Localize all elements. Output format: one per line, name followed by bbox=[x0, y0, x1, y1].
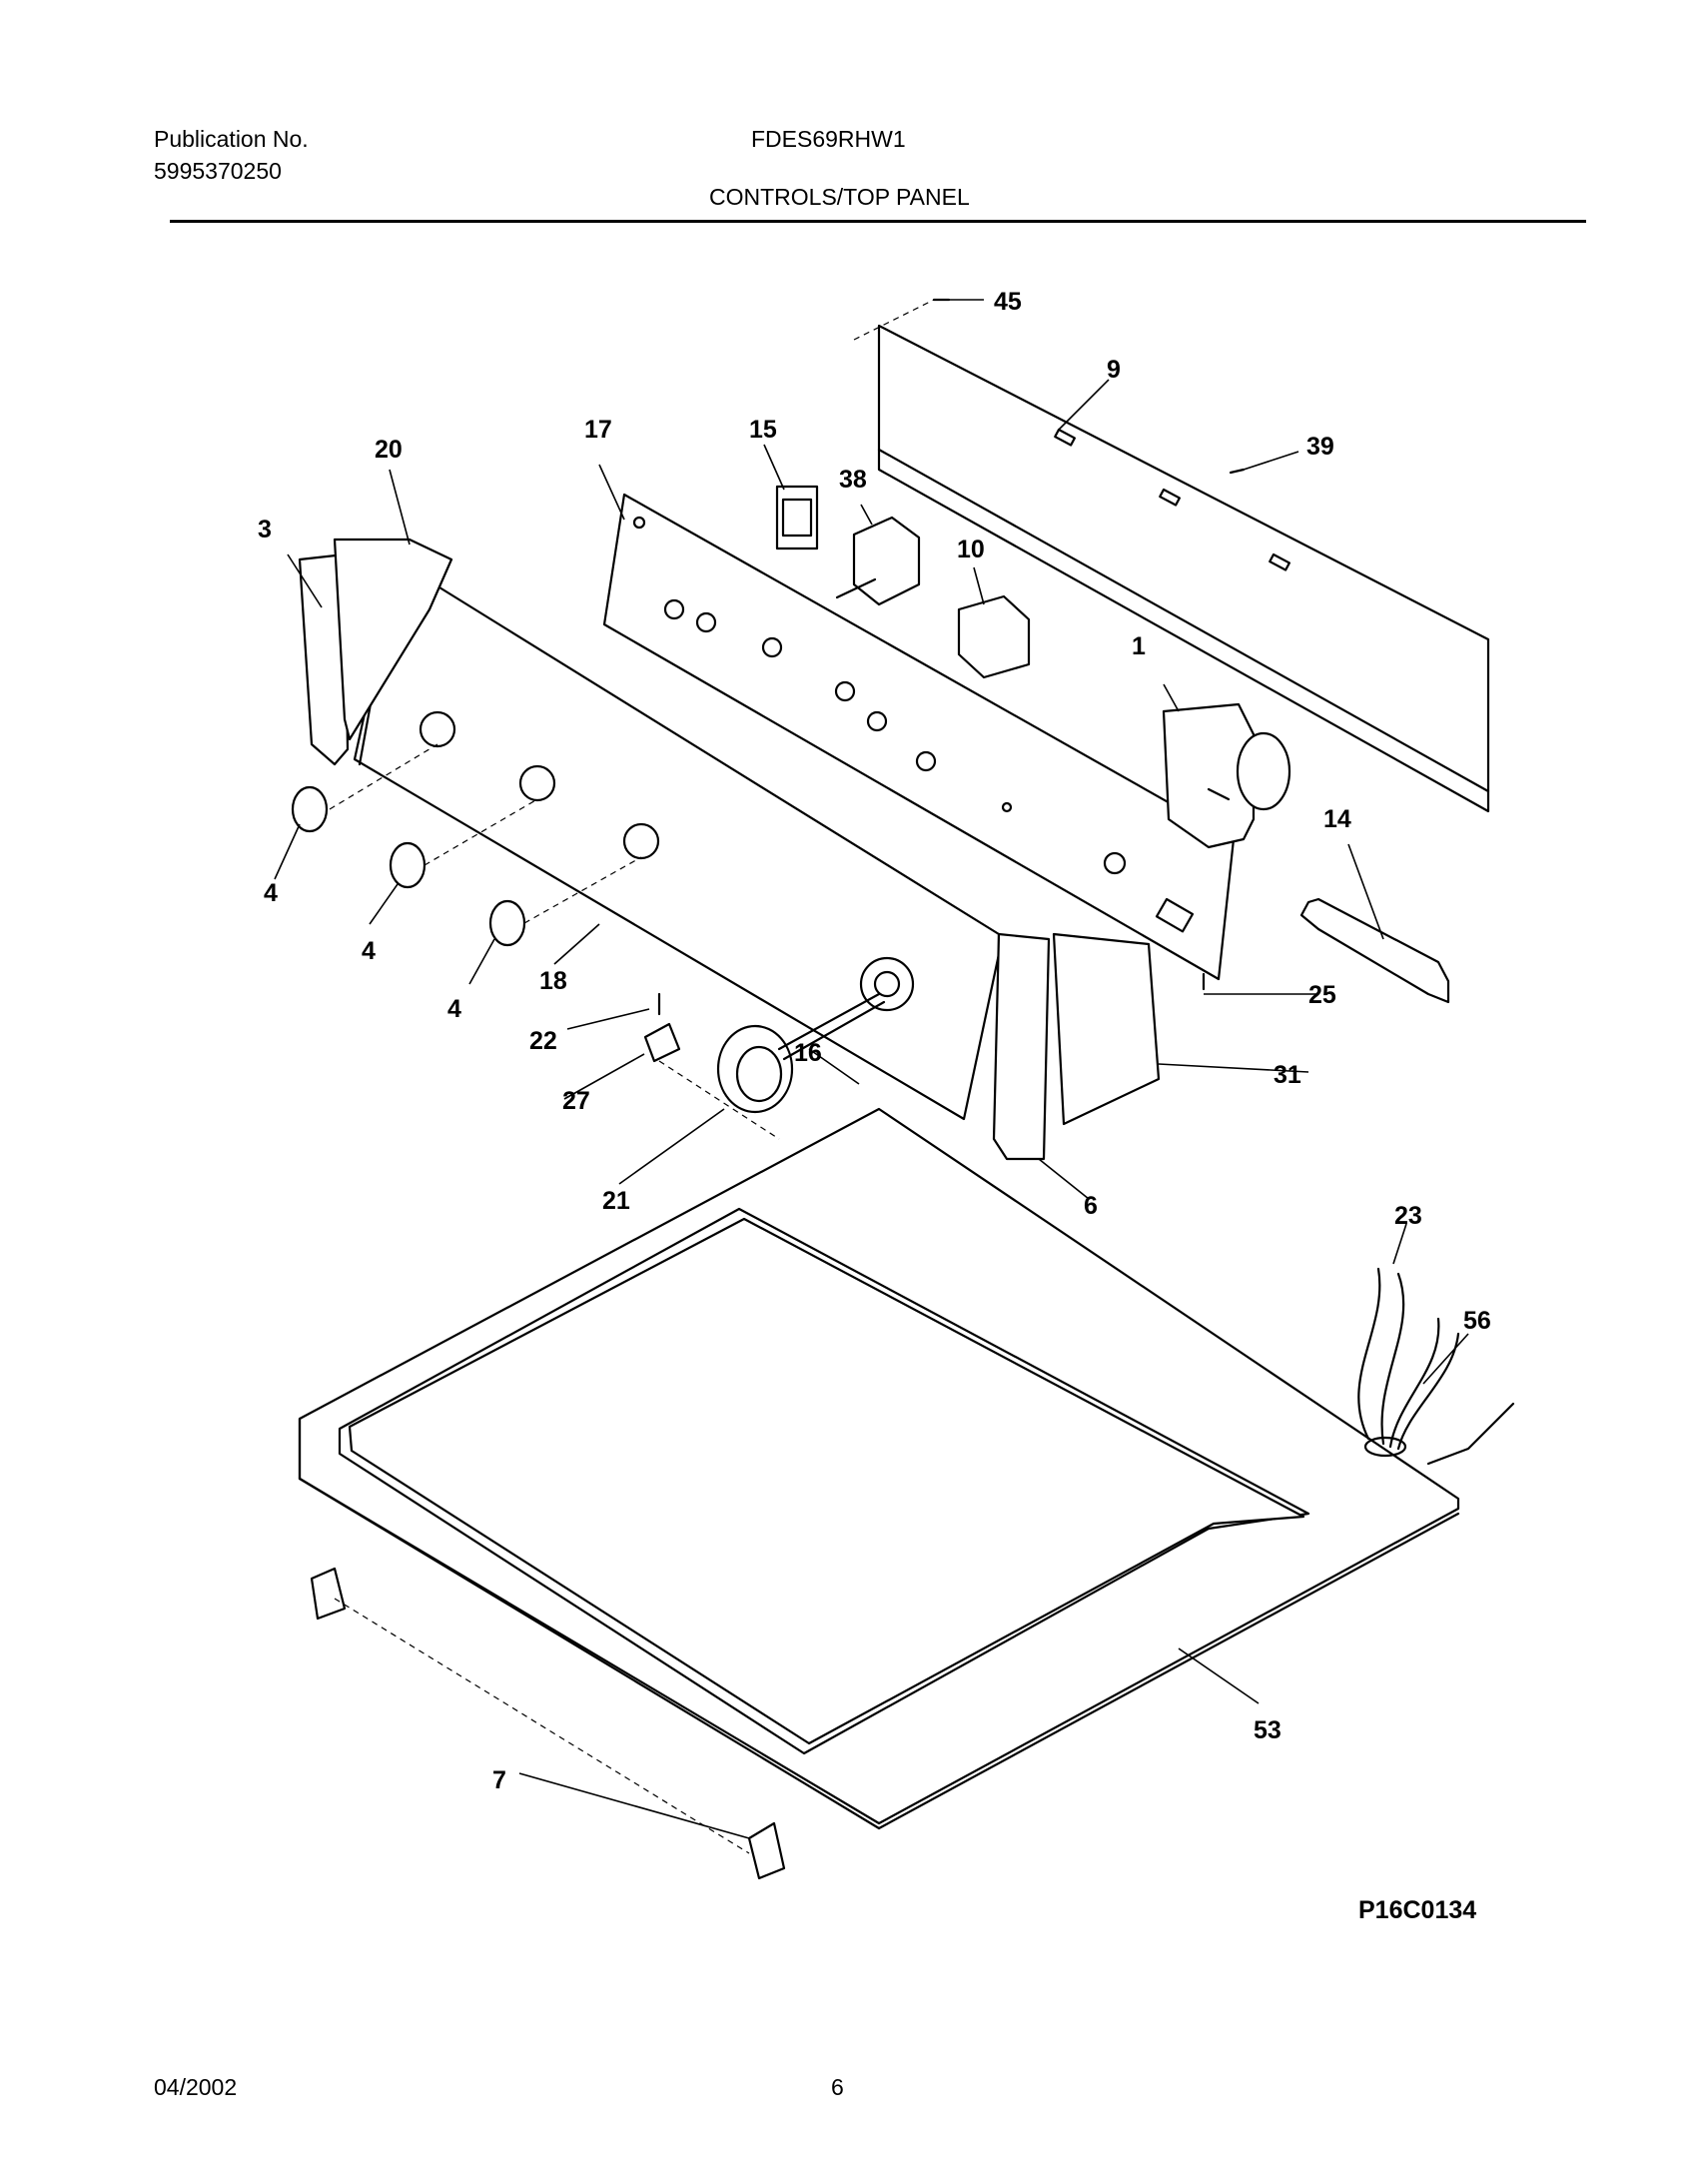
callout-38: 38 bbox=[839, 466, 867, 494]
control-board bbox=[602, 493, 1236, 981]
callout-22: 22 bbox=[529, 1027, 557, 1055]
rear-panel bbox=[877, 324, 1490, 813]
switch-15 bbox=[775, 485, 819, 550]
end-cap-right bbox=[992, 932, 1161, 1161]
publication-number: 5995370250 bbox=[154, 158, 282, 184]
callout-9: 9 bbox=[1107, 356, 1121, 384]
publication-label: Publication No. bbox=[154, 126, 309, 152]
switch-10 bbox=[957, 594, 1031, 679]
callout-21: 21 bbox=[602, 1187, 630, 1215]
callout-45: 45 bbox=[994, 288, 1022, 316]
footer-page-number: 6 bbox=[831, 2074, 844, 2100]
callout-56: 56 bbox=[1463, 1307, 1491, 1335]
callout-7: 7 bbox=[492, 1766, 506, 1794]
callout-18: 18 bbox=[539, 967, 567, 995]
top-panel bbox=[298, 1107, 1460, 1830]
callout-10: 10 bbox=[957, 536, 985, 563]
callout-20: 20 bbox=[375, 436, 403, 464]
end-cap-left bbox=[298, 538, 453, 766]
section-title: CONTROLS/TOP PANEL bbox=[709, 184, 970, 210]
header-rule bbox=[170, 220, 1586, 223]
callout-3: 3 bbox=[258, 516, 272, 544]
drawing-id: P16C0134 bbox=[1358, 1896, 1477, 1924]
callout-14: 14 bbox=[1323, 805, 1351, 833]
footer-date: 04/2002 bbox=[154, 2074, 238, 2100]
callout-53: 53 bbox=[1254, 1716, 1281, 1744]
callout-23: 23 bbox=[1394, 1202, 1422, 1230]
callout-17: 17 bbox=[584, 416, 612, 444]
callout-1: 1 bbox=[1132, 632, 1146, 660]
knobs bbox=[291, 785, 794, 1114]
callout-16: 16 bbox=[794, 1039, 822, 1067]
callout-4a: 4 bbox=[264, 879, 278, 907]
wire-harness bbox=[1357, 1267, 1515, 1466]
model-number: FDES69RHW1 bbox=[751, 126, 906, 152]
callout-15: 15 bbox=[749, 416, 777, 444]
timer bbox=[1162, 702, 1291, 849]
callout-31: 31 bbox=[1274, 1061, 1301, 1089]
switch-38 bbox=[835, 516, 921, 606]
callout-25: 25 bbox=[1308, 981, 1336, 1009]
callout-4c: 4 bbox=[447, 995, 461, 1023]
callout-27: 27 bbox=[562, 1087, 590, 1115]
callout-4b: 4 bbox=[362, 937, 376, 965]
callout-6: 6 bbox=[1084, 1192, 1098, 1220]
callout-39: 39 bbox=[1306, 433, 1334, 461]
